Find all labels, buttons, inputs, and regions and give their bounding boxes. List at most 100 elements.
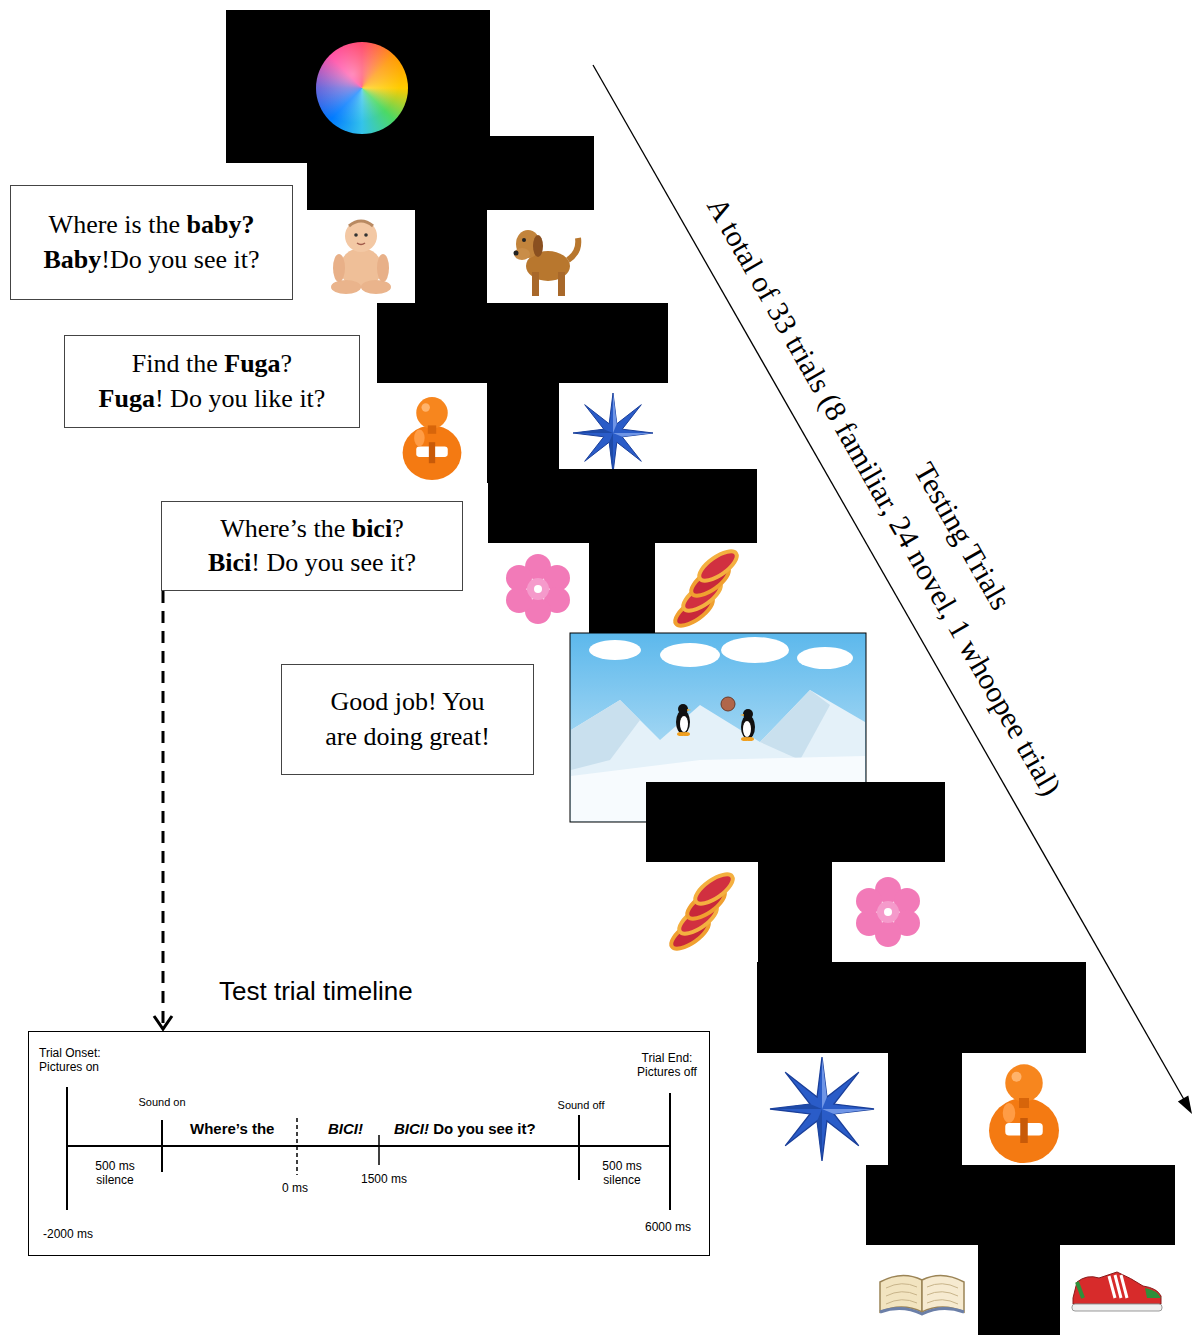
rect-shape xyxy=(488,469,757,635)
text-run: baby? xyxy=(186,210,254,239)
text-run: Bici xyxy=(208,548,251,577)
use-shape xyxy=(667,869,737,954)
timeline-label: -2000 ms xyxy=(43,1227,93,1241)
trial-slide xyxy=(377,303,668,483)
trial-slide xyxy=(307,136,594,303)
prompt-text: Find the Fuga? Fuga! Do you like it? xyxy=(99,347,326,416)
timeline-label: 500 ms silence xyxy=(95,1159,134,1188)
text-run: 6000 ms xyxy=(645,1220,691,1234)
text-run: BICI! xyxy=(394,1120,429,1137)
line-shape xyxy=(669,1093,671,1210)
rect-shape xyxy=(757,1053,888,1165)
text-run: silence xyxy=(96,1173,133,1187)
rect-shape xyxy=(646,862,758,962)
text-run: bici xyxy=(352,514,392,543)
text-run: Good job! You xyxy=(331,687,485,716)
timeline-label: Where’s the xyxy=(190,1120,274,1138)
line-shape xyxy=(578,1115,580,1180)
rect-shape xyxy=(377,383,487,483)
polygon-shape xyxy=(571,700,640,770)
timeline-label: 1500 ms xyxy=(361,1172,407,1186)
text-run: 500 ms xyxy=(602,1159,641,1173)
text-run: Baby xyxy=(44,245,102,274)
line-shape xyxy=(593,65,1186,1103)
text-run: BICI! xyxy=(328,1120,363,1137)
trial-slide xyxy=(866,1165,1175,1335)
rect-shape xyxy=(307,136,594,303)
text-run: Fuga xyxy=(99,384,155,413)
speech-box: Where is the baby? Baby!Do you see it? xyxy=(10,185,293,300)
prompt-text: Where is the baby? Baby!Do you see it? xyxy=(44,208,260,277)
ellipse-shape xyxy=(797,647,853,669)
timeline-label: BICI! Do you see it? xyxy=(394,1120,536,1138)
text-run: Test trial timeline xyxy=(219,976,413,1006)
text-run: are doing great! xyxy=(325,722,490,751)
rect-shape xyxy=(28,1031,710,1256)
rect-shape xyxy=(962,1053,1086,1165)
prompt-text: Where’s the bici? Bici! Do you see it? xyxy=(208,512,416,581)
text-run: Find the xyxy=(132,349,224,378)
use-shape xyxy=(331,220,391,294)
use-shape xyxy=(506,554,570,624)
text-run: Sound off xyxy=(558,1099,605,1111)
ellipse-shape xyxy=(589,640,641,660)
speech-box: Find the Fuga? Fuga! Do you like it? xyxy=(64,335,360,428)
connector-line xyxy=(162,591,165,1029)
speech-box: Good job! You are doing great! xyxy=(281,664,534,775)
use-shape xyxy=(989,1064,1059,1163)
timeline-label: Sound off xyxy=(558,1099,605,1112)
trial-slide xyxy=(646,782,945,962)
ellipse-shape xyxy=(660,643,720,667)
dashed-connector xyxy=(154,591,172,1029)
text-run: Where is the xyxy=(49,210,187,239)
arrow-head xyxy=(154,1016,172,1029)
text-run: ! Do you see it? xyxy=(251,548,416,577)
text-run: -2000 ms xyxy=(43,1227,93,1241)
speech-box: Where’s the bici? Bici! Do you see it? xyxy=(161,501,463,591)
circle-shape xyxy=(721,697,735,711)
rect-shape xyxy=(866,1245,978,1335)
timeline-label: 0 ms xyxy=(282,1181,308,1195)
use-shape xyxy=(676,704,691,736)
rect-shape xyxy=(1060,1245,1175,1335)
text-run: ! Do you like it? xyxy=(155,384,325,413)
line-shape xyxy=(378,1135,380,1165)
text-run: silence xyxy=(603,1173,640,1187)
use-shape xyxy=(740,709,755,741)
use-shape xyxy=(856,877,920,947)
text-run: 1500 ms xyxy=(361,1172,407,1186)
text-run: Where’s the xyxy=(220,514,351,543)
polygon-shape xyxy=(1178,1095,1192,1114)
use-shape xyxy=(770,1057,874,1161)
timeline-label: BICI! xyxy=(328,1120,363,1138)
text-run: ? xyxy=(281,349,293,378)
text-run: Pictures on xyxy=(39,1060,99,1074)
text-run: !Do you see it? xyxy=(101,245,259,274)
rect-shape xyxy=(307,210,415,303)
polygon-shape xyxy=(760,690,830,760)
text-run: ? xyxy=(392,514,404,543)
loading-spinner xyxy=(316,42,408,134)
ellipse-shape xyxy=(721,637,789,663)
timeline-box: Test trial timelineTrial Onset: Pictures… xyxy=(28,1031,710,1256)
trial-slide xyxy=(488,469,757,635)
text-run: Trial End: xyxy=(642,1051,693,1065)
text-run: Pictures off xyxy=(637,1065,697,1079)
text-run: Sound on xyxy=(138,1096,185,1108)
timeline-label: 6000 ms xyxy=(645,1220,691,1234)
timeline-label: Sound on xyxy=(138,1096,185,1109)
rect-shape xyxy=(377,303,668,483)
text-run: 500 ms xyxy=(95,1159,134,1173)
text-run: Fuga xyxy=(224,349,280,378)
use-shape xyxy=(514,230,579,296)
timeline-label: Trial Onset: Pictures on xyxy=(39,1046,101,1075)
text-run: Do you see it? xyxy=(429,1120,536,1137)
rect-shape xyxy=(559,383,668,483)
text-run: 0 ms xyxy=(282,1181,308,1195)
rect-shape xyxy=(488,543,589,635)
prompt-text: Good job! You are doing great! xyxy=(325,685,490,754)
text-run: Trial Onset: xyxy=(39,1046,101,1060)
rect-shape xyxy=(655,543,757,635)
